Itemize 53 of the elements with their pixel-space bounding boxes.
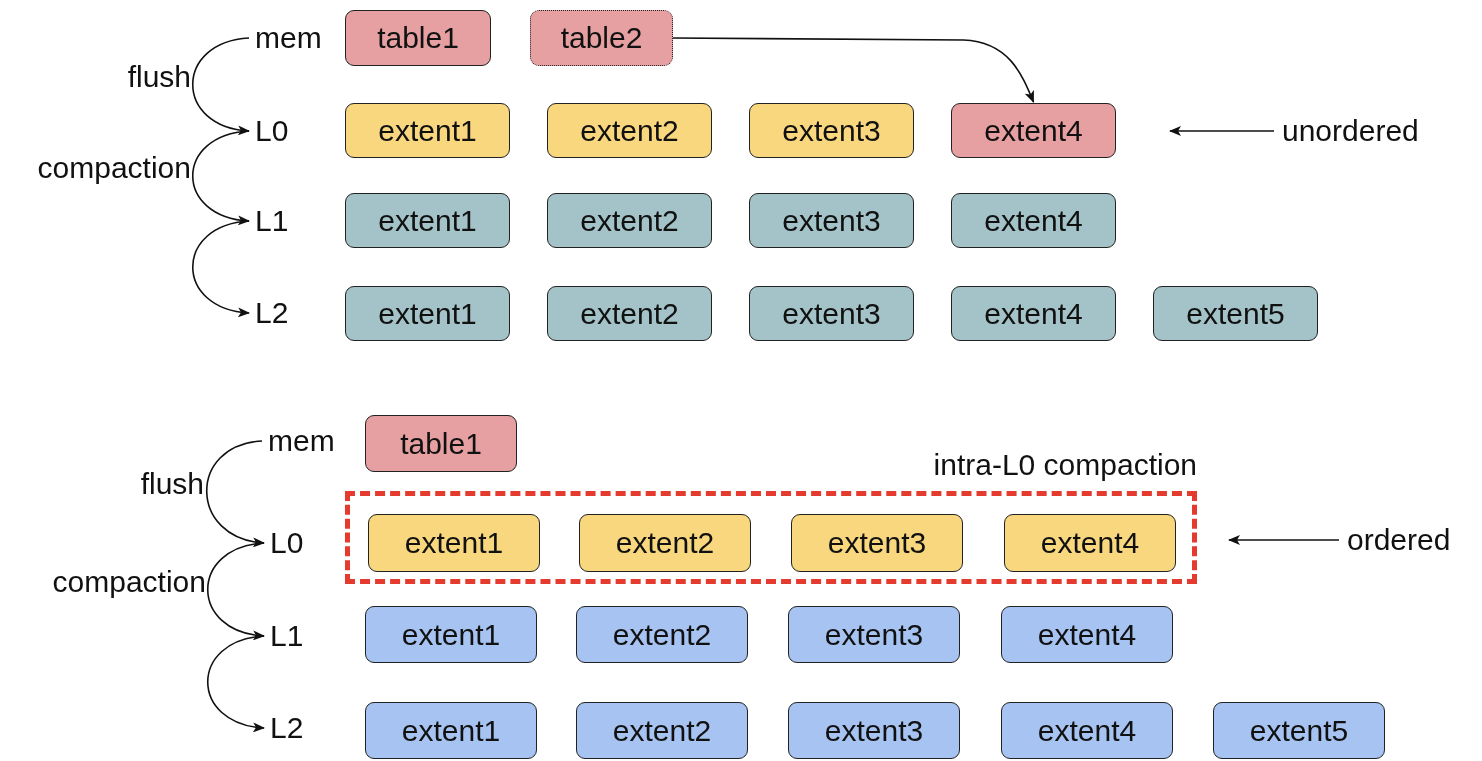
level-label: L2 <box>255 294 289 332</box>
data-block: extent2 <box>547 193 712 248</box>
curved-arrow <box>191 37 250 135</box>
level-label: mem <box>268 422 335 460</box>
data-block: extent4 <box>1001 606 1173 663</box>
data-block: extent4 <box>951 103 1116 158</box>
level-label: mem <box>255 20 322 56</box>
data-block: extent4 <box>951 193 1116 248</box>
arrow <box>1169 126 1275 136</box>
annotation-text: unordered <box>1282 112 1419 150</box>
data-block: extent1 <box>345 286 510 341</box>
data-block: extent4 <box>951 286 1116 341</box>
group-title: intra-L0 compaction <box>933 448 1197 482</box>
arrow <box>1228 535 1340 545</box>
edge-label: flush <box>140 467 204 501</box>
data-block: extent3 <box>788 606 960 663</box>
level-label: L2 <box>270 709 304 747</box>
data-block: extent1 <box>365 606 537 663</box>
data-block: table2 <box>530 10 673 66</box>
data-block: extent1 <box>365 702 537 759</box>
curved-arrow <box>206 542 265 640</box>
data-block: extent2 <box>579 514 751 572</box>
data-block: extent5 <box>1213 702 1385 759</box>
data-block: extent2 <box>547 103 712 158</box>
data-block: table1 <box>365 415 517 472</box>
data-block: extent3 <box>749 286 914 341</box>
level-label: L1 <box>255 202 289 240</box>
curved-arrow <box>191 130 250 225</box>
data-block: extent3 <box>791 514 963 572</box>
curved-arrow <box>205 440 265 547</box>
arrow <box>672 37 1035 103</box>
level-label: L0 <box>255 112 289 150</box>
data-block: extent3 <box>749 193 914 248</box>
data-block: extent1 <box>345 193 510 248</box>
annotation-text: ordered <box>1347 521 1451 559</box>
edge-label: flush <box>127 59 191 94</box>
data-block: extent1 <box>368 514 540 572</box>
data-block: extent3 <box>788 702 960 759</box>
curved-arrow <box>191 220 250 317</box>
data-block: table1 <box>345 10 491 66</box>
edge-label: compaction <box>37 151 191 185</box>
data-block: extent4 <box>1001 702 1173 759</box>
level-label: L1 <box>270 617 304 655</box>
data-block: extent5 <box>1153 286 1318 341</box>
data-block: extent2 <box>547 286 712 341</box>
data-block: extent2 <box>576 606 748 663</box>
data-block: extent2 <box>576 702 748 759</box>
edge-label: compaction <box>52 564 206 599</box>
data-block: extent4 <box>1004 514 1176 572</box>
data-block: extent1 <box>345 103 510 158</box>
data-block: extent3 <box>749 103 914 158</box>
curved-arrow <box>206 635 265 732</box>
level-label: L0 <box>270 524 304 562</box>
